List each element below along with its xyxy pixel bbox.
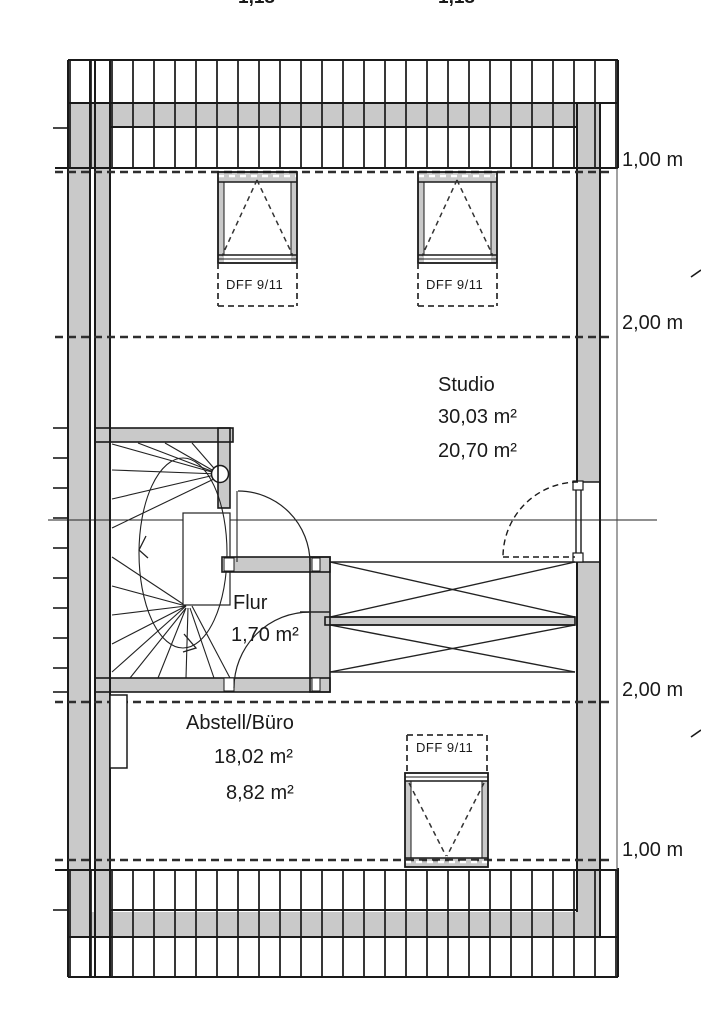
height-label-2m-top: 2,00 m [622,312,684,334]
room-label-studio: Studio [438,374,495,396]
right-wall-door [502,480,584,563]
dimension-label-truncated-left: 1,18 [238,0,275,9]
window-label-dff-top-right: DFF 9/11 [426,277,484,292]
height-lines [55,170,612,862]
room-label-flur: Flur [233,592,268,614]
height-label-1m-top: 1,00 m [622,149,684,171]
height-label-2m-bottom: 2,00 m [622,679,684,701]
stair-pole [210,464,230,484]
flur-door [233,611,330,689]
wall-outlines [55,59,619,978]
party-wall-ticks [53,127,68,911]
room-area-studio-total: 30,03 m² [438,406,517,428]
room-area-abstell-total: 18,02 m² [214,746,293,768]
height-label-1m-bottom: 1,00 m [622,839,684,861]
roof-window-top-left [217,171,298,307]
stair-treads [111,442,231,679]
window-label-dff-bottom: DFF 9/11 [416,740,474,755]
window-label-dff-top-left: DFF 9/11 [226,277,284,292]
roof-window-bottom [404,734,489,868]
stair-walkline [138,457,228,649]
studio-door [236,490,311,564]
inner-wall-outlines [94,427,576,693]
room-area-flur-total: 1,70 m² [231,624,299,646]
walkline-arrows [138,535,198,653]
dimension-cut-marks [690,269,701,738]
height-line-window-overlays [218,174,497,864]
roof-hatch-bottom [68,870,618,977]
roof-hatch-top [68,60,618,168]
roof-hatch [68,60,618,977]
room-area-abstell-reduced: 8,82 m² [226,782,294,804]
room-label-abstell: Abstell/Büro [186,712,294,734]
staircase [111,442,231,679]
roof-window-top-right [417,171,498,307]
room-area-studio-reduced: 20,70 m² [438,440,517,462]
door-swing-arc-dashed [502,481,579,558]
dimension-label-truncated-right: 1,18 [438,0,475,9]
radiator [109,694,128,769]
